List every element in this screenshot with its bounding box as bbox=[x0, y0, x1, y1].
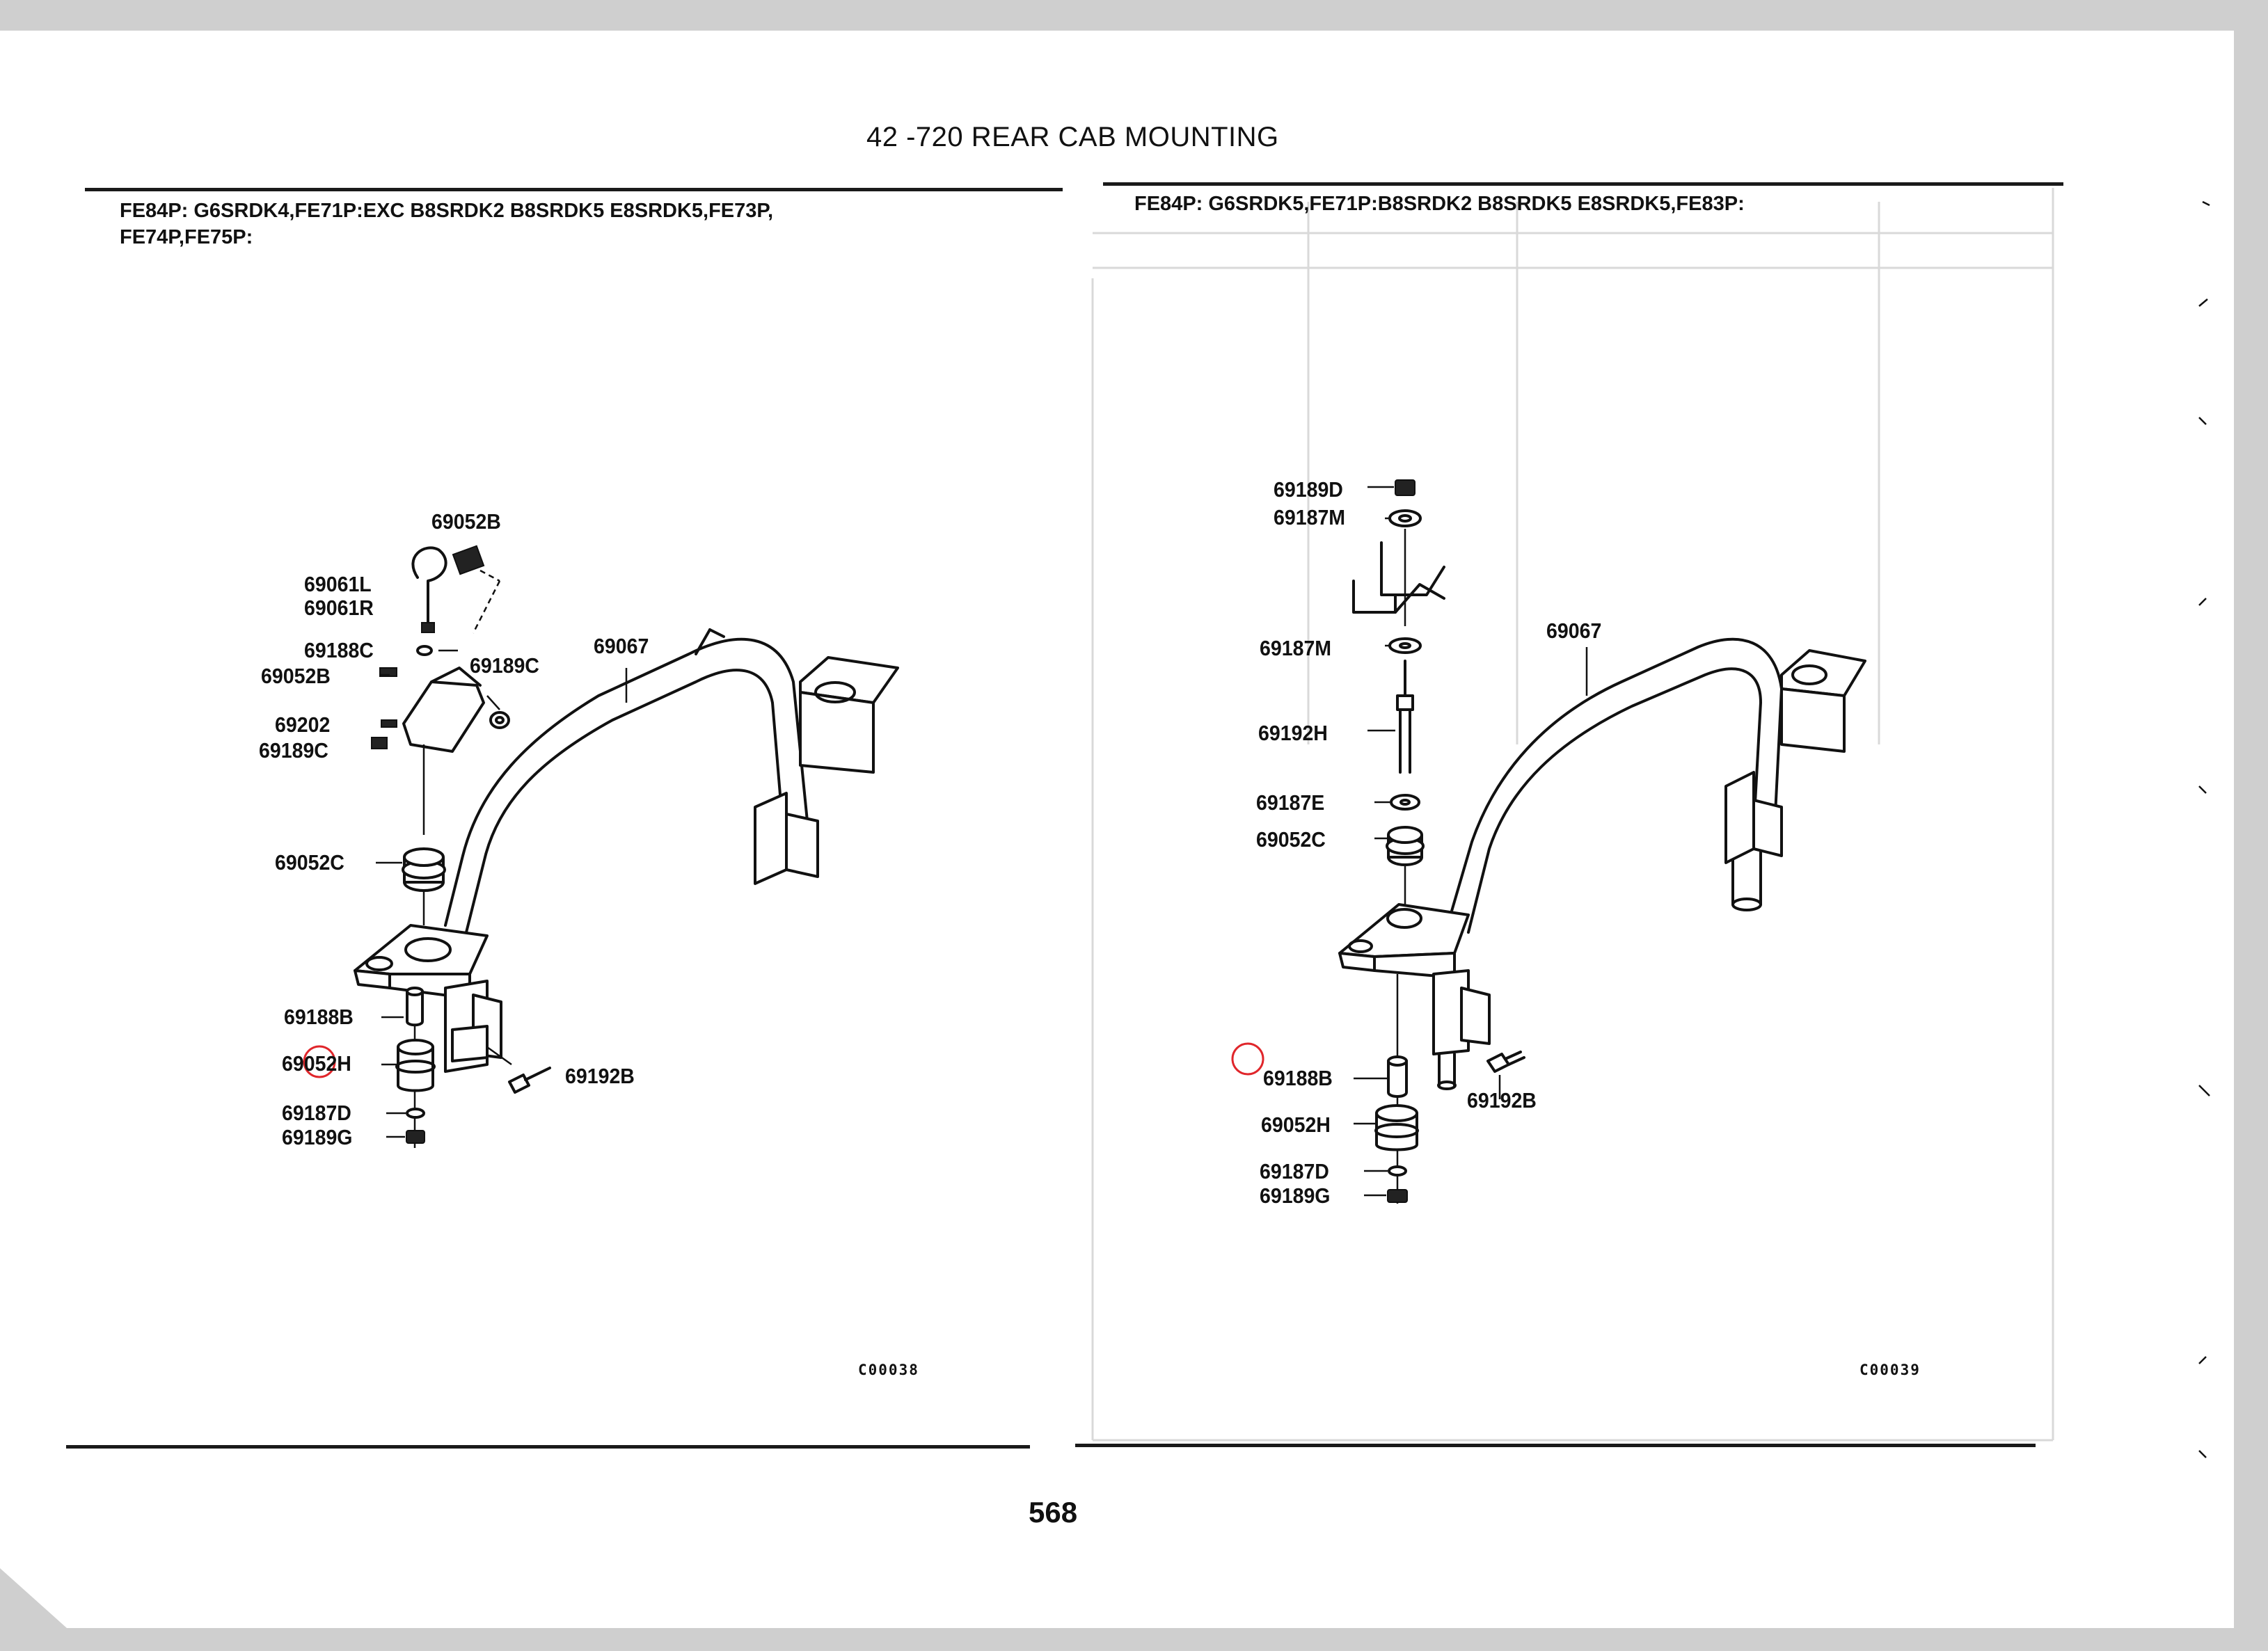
figure-code: C00038 bbox=[858, 1362, 919, 1378]
rubber-mount-icon bbox=[1374, 1104, 1419, 1151]
red-circle-marker bbox=[1231, 1042, 1264, 1076]
part-label: 69188B bbox=[1263, 1066, 1333, 1090]
part-label: 69067 bbox=[594, 634, 649, 658]
part-label: 69052B bbox=[261, 664, 331, 688]
washer-icon bbox=[1388, 637, 1422, 654]
bracket-plate-icon bbox=[402, 667, 485, 753]
nut-icon bbox=[489, 711, 510, 729]
footer-rule-right bbox=[1075, 1444, 2036, 1447]
cap-nut-icon bbox=[452, 545, 485, 575]
part-label: 69052C bbox=[275, 850, 344, 875]
part-label: 69052B bbox=[431, 509, 501, 534]
header-rule-right bbox=[1103, 182, 2063, 186]
part-label: 69067 bbox=[1546, 619, 1602, 643]
figure-code: C00039 bbox=[1859, 1362, 1921, 1378]
nut-icon bbox=[1387, 1189, 1408, 1203]
left-condition-line1: FE84P: G6SRDK4,FE71P:EXC B8SRDK2 B8SRDK5… bbox=[120, 200, 774, 222]
part-label: 69188B bbox=[284, 1005, 354, 1029]
page-number: 568 bbox=[1029, 1496, 1078, 1529]
part-label: 69052H bbox=[1261, 1112, 1331, 1137]
right-rear-cab-frame bbox=[1338, 637, 1866, 1090]
collar-icon bbox=[406, 987, 424, 1027]
rubber-mount-icon bbox=[402, 847, 446, 892]
bleed-through-table bbox=[1091, 188, 2054, 1442]
long-bolt-icon bbox=[1396, 660, 1414, 774]
bolt-icon bbox=[381, 719, 397, 728]
part-label: 69052C bbox=[1256, 827, 1326, 852]
cab-floor-bracket-icon bbox=[1352, 541, 1445, 614]
part-label: 69187M bbox=[1274, 505, 1346, 529]
part-label: 69189G bbox=[282, 1125, 353, 1149]
left-condition-line2: FE74P,FE75P: bbox=[120, 226, 253, 248]
part-label: 69188C bbox=[304, 638, 374, 662]
footer-rule-left bbox=[66, 1445, 1030, 1449]
header-rule-left bbox=[85, 188, 1063, 191]
part-label: 69189C bbox=[259, 738, 328, 763]
nut-icon bbox=[406, 1130, 425, 1144]
washer-icon bbox=[1390, 794, 1420, 811]
bolt-icon bbox=[508, 1067, 551, 1094]
part-label: 69061L bbox=[304, 572, 372, 596]
part-label: 69192H bbox=[1258, 721, 1328, 745]
rubber-mount-icon bbox=[1386, 826, 1425, 866]
part-label: 69061R bbox=[304, 596, 374, 620]
bolt-icon bbox=[1486, 1051, 1525, 1073]
part-label: 69052H bbox=[282, 1051, 351, 1076]
part-label: 69189C bbox=[470, 653, 539, 678]
washer-icon bbox=[416, 645, 433, 656]
part-label: 69202 bbox=[275, 712, 331, 737]
part-label: 69187D bbox=[1260, 1159, 1329, 1183]
nut-icon bbox=[1395, 479, 1415, 496]
left-rear-cab-frame bbox=[354, 628, 899, 1073]
page-title: 42 -720 REAR CAB MOUNTING bbox=[866, 122, 1279, 152]
part-label: 69187M bbox=[1260, 636, 1332, 660]
washer-icon bbox=[1388, 509, 1422, 527]
part-label: 69189D bbox=[1274, 477, 1343, 502]
binding-marks bbox=[2198, 200, 2210, 1458]
washer-icon bbox=[1388, 1165, 1407, 1177]
part-label: 69187E bbox=[1256, 790, 1325, 815]
right-condition: FE84P: G6SRDK5,FE71P:B8SRDK2 B8SRDK5 E8S… bbox=[1134, 193, 1745, 215]
washer-icon bbox=[406, 1108, 425, 1119]
part-label: 69192B bbox=[1467, 1088, 1537, 1112]
scanned-page bbox=[0, 31, 2234, 1628]
nut-icon bbox=[371, 737, 388, 749]
collar-icon bbox=[1387, 1055, 1408, 1098]
rubber-mount-icon bbox=[395, 1039, 436, 1092]
part-label: 69192B bbox=[565, 1064, 635, 1088]
part-label: 69187D bbox=[282, 1101, 351, 1125]
part-label: 69189G bbox=[1260, 1183, 1331, 1208]
red-circle-marker bbox=[303, 1045, 336, 1078]
hook-bolt-icon bbox=[411, 546, 447, 633]
